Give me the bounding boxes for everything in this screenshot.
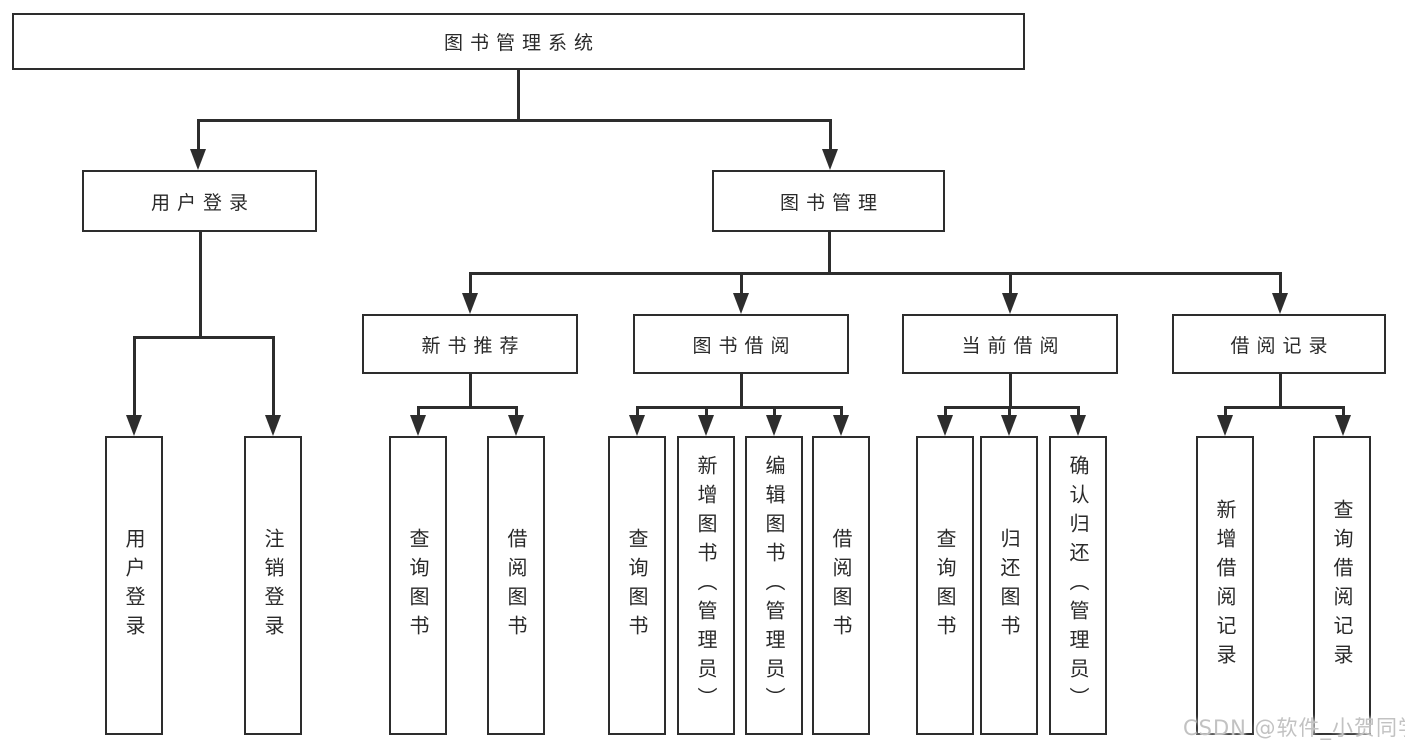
connector-sec3-leaf1-drop bbox=[944, 406, 947, 418]
node-book-management: 图书管理 bbox=[712, 170, 945, 232]
connector-sec2-stem bbox=[740, 374, 743, 406]
leaf-sec2-add-books-admin: 新增图书（管理员） bbox=[677, 436, 735, 735]
arrowhead-sec2-leaf2 bbox=[698, 415, 714, 436]
connector-user-drop bbox=[197, 119, 200, 151]
leaf-sec4-add-borrow-record-label: 新增借阅记录 bbox=[1213, 498, 1237, 673]
arrowhead-sec2-leaf1 bbox=[629, 415, 645, 436]
connector-sec2-leaf3-drop bbox=[773, 406, 776, 418]
connector-sec2-rail bbox=[636, 406, 842, 409]
leaf-sec3-return-books-label: 归还图书 bbox=[997, 527, 1021, 644]
connector-sec4-drop bbox=[1279, 272, 1282, 294]
node-current-borrowing-label: 当前借阅 bbox=[961, 334, 1066, 357]
connector-user-rail bbox=[133, 336, 274, 339]
leaf-user-login-label: 用户登录 bbox=[122, 527, 146, 644]
connector-sec1-rail bbox=[417, 406, 517, 409]
connector-sec3-stem bbox=[1009, 374, 1012, 406]
connector-sec4-rail bbox=[1224, 406, 1343, 409]
leaf-sec3-confirm-return-admin-label: 确认归还（管理员） bbox=[1066, 455, 1090, 716]
node-borrowing-records-label: 借阅记录 bbox=[1230, 334, 1335, 357]
node-root-label: 图书管理系统 bbox=[443, 32, 600, 54]
connector-sec3-leaf2-drop bbox=[1008, 406, 1011, 418]
leaf-logout: 注销登录 bbox=[244, 436, 302, 735]
node-root: 图书管理系统 bbox=[12, 13, 1025, 70]
arrowhead-user-leaf2 bbox=[265, 415, 281, 436]
connector-user-leaf1-drop bbox=[133, 336, 136, 416]
leaf-logout-label: 注销登录 bbox=[261, 527, 285, 644]
connector-sec1-leaf1-drop bbox=[417, 406, 420, 418]
connector-sec1-stem bbox=[469, 374, 472, 406]
leaf-sec1-query-books: 查询图书 bbox=[389, 436, 447, 735]
arrowhead-user-leaf1 bbox=[126, 415, 142, 436]
arrowhead-book-branch bbox=[822, 149, 838, 170]
arrowhead-sec1-leaf1 bbox=[410, 415, 426, 436]
csdn-watermark: CSDN @软件_小贺同学 bbox=[1183, 716, 1405, 740]
leaf-sec3-return-books: 归还图书 bbox=[980, 436, 1038, 735]
arrowhead-section-borrow bbox=[733, 293, 749, 314]
leaf-sec2-query-books: 查询图书 bbox=[608, 436, 666, 735]
arrowhead-sec4-leaf2 bbox=[1335, 415, 1351, 436]
node-new-book-recommendation: 新书推荐 bbox=[362, 314, 578, 374]
node-user-login-branch-label: 用户登录 bbox=[150, 191, 255, 214]
node-book-borrowing: 图书借阅 bbox=[633, 314, 849, 374]
arrowhead-sec4-leaf1 bbox=[1217, 415, 1233, 436]
arrowhead-user-branch bbox=[190, 149, 206, 170]
arrowhead-sec3-leaf2 bbox=[1001, 415, 1017, 436]
leaf-sec4-query-borrow-record: 查询借阅记录 bbox=[1313, 436, 1371, 735]
leaf-sec3-query-books: 查询图书 bbox=[916, 436, 974, 735]
connector-sec2-leaf4-drop bbox=[840, 406, 843, 418]
connector-root-rail bbox=[198, 119, 832, 122]
leaf-sec2-add-books-admin-label: 新增图书（管理员） bbox=[694, 455, 718, 716]
connector-book-rail bbox=[469, 272, 1281, 275]
leaf-sec2-edit-books-admin-label: 编辑图书（管理员） bbox=[762, 455, 786, 716]
arrowhead-sec3-leaf3 bbox=[1070, 415, 1086, 436]
node-borrowing-records: 借阅记录 bbox=[1172, 314, 1386, 374]
connector-sec4-leaf1-drop bbox=[1224, 406, 1227, 418]
arrowhead-sec3-leaf1 bbox=[937, 415, 953, 436]
leaf-sec3-query-books-label: 查询图书 bbox=[933, 527, 957, 644]
arrowhead-sec1-leaf2 bbox=[508, 415, 524, 436]
connector-user-leaf2-drop bbox=[272, 336, 275, 416]
connector-sec1-leaf2-drop bbox=[515, 406, 518, 418]
connector-sec4-leaf2-drop bbox=[1342, 406, 1345, 418]
leaf-sec2-query-books-label: 查询图书 bbox=[625, 527, 649, 644]
leaf-sec2-edit-books-admin: 编辑图书（管理员） bbox=[745, 436, 803, 735]
connector-user-stem bbox=[199, 232, 202, 336]
connector-sec3-drop bbox=[1009, 272, 1012, 294]
leaf-sec4-query-borrow-record-label: 查询借阅记录 bbox=[1330, 498, 1354, 673]
node-new-book-recommendation-label: 新书推荐 bbox=[421, 334, 526, 357]
connector-sec2-leaf1-drop bbox=[636, 406, 639, 418]
node-current-borrowing: 当前借阅 bbox=[902, 314, 1118, 374]
arrowhead-section-records bbox=[1272, 293, 1288, 314]
connector-root-stem bbox=[517, 70, 520, 119]
node-book-borrowing-label: 图书借阅 bbox=[692, 334, 797, 357]
arrowhead-section-current bbox=[1002, 293, 1018, 314]
arrowhead-sec2-leaf3 bbox=[766, 415, 782, 436]
leaf-sec1-query-books-label: 查询图书 bbox=[406, 527, 430, 644]
connector-book-drop bbox=[829, 119, 832, 151]
node-user-login-branch: 用户登录 bbox=[82, 170, 317, 232]
arrowhead-sec2-leaf4 bbox=[833, 415, 849, 436]
connector-sec3-leaf3-drop bbox=[1077, 406, 1080, 418]
leaf-sec4-add-borrow-record: 新增借阅记录 bbox=[1196, 436, 1254, 735]
connector-book-stem bbox=[828, 232, 831, 272]
connector-sec2-leaf2-drop bbox=[705, 406, 708, 418]
leaf-sec1-borrow-books: 借阅图书 bbox=[487, 436, 545, 735]
connector-sec3-rail bbox=[944, 406, 1078, 409]
leaf-sec2-borrow-books: 借阅图书 bbox=[812, 436, 870, 735]
leaf-sec1-borrow-books-label: 借阅图书 bbox=[504, 527, 528, 644]
leaf-sec3-confirm-return-admin: 确认归还（管理员） bbox=[1049, 436, 1107, 735]
leaf-sec2-borrow-books-label: 借阅图书 bbox=[829, 527, 853, 644]
leaf-user-login: 用户登录 bbox=[105, 436, 163, 735]
connector-sec4-stem bbox=[1279, 374, 1282, 406]
arrowhead-section-new-books bbox=[462, 293, 478, 314]
connector-sec2-drop bbox=[740, 272, 743, 294]
connector-sec1-drop bbox=[469, 272, 472, 294]
node-book-management-label: 图书管理 bbox=[779, 191, 884, 214]
